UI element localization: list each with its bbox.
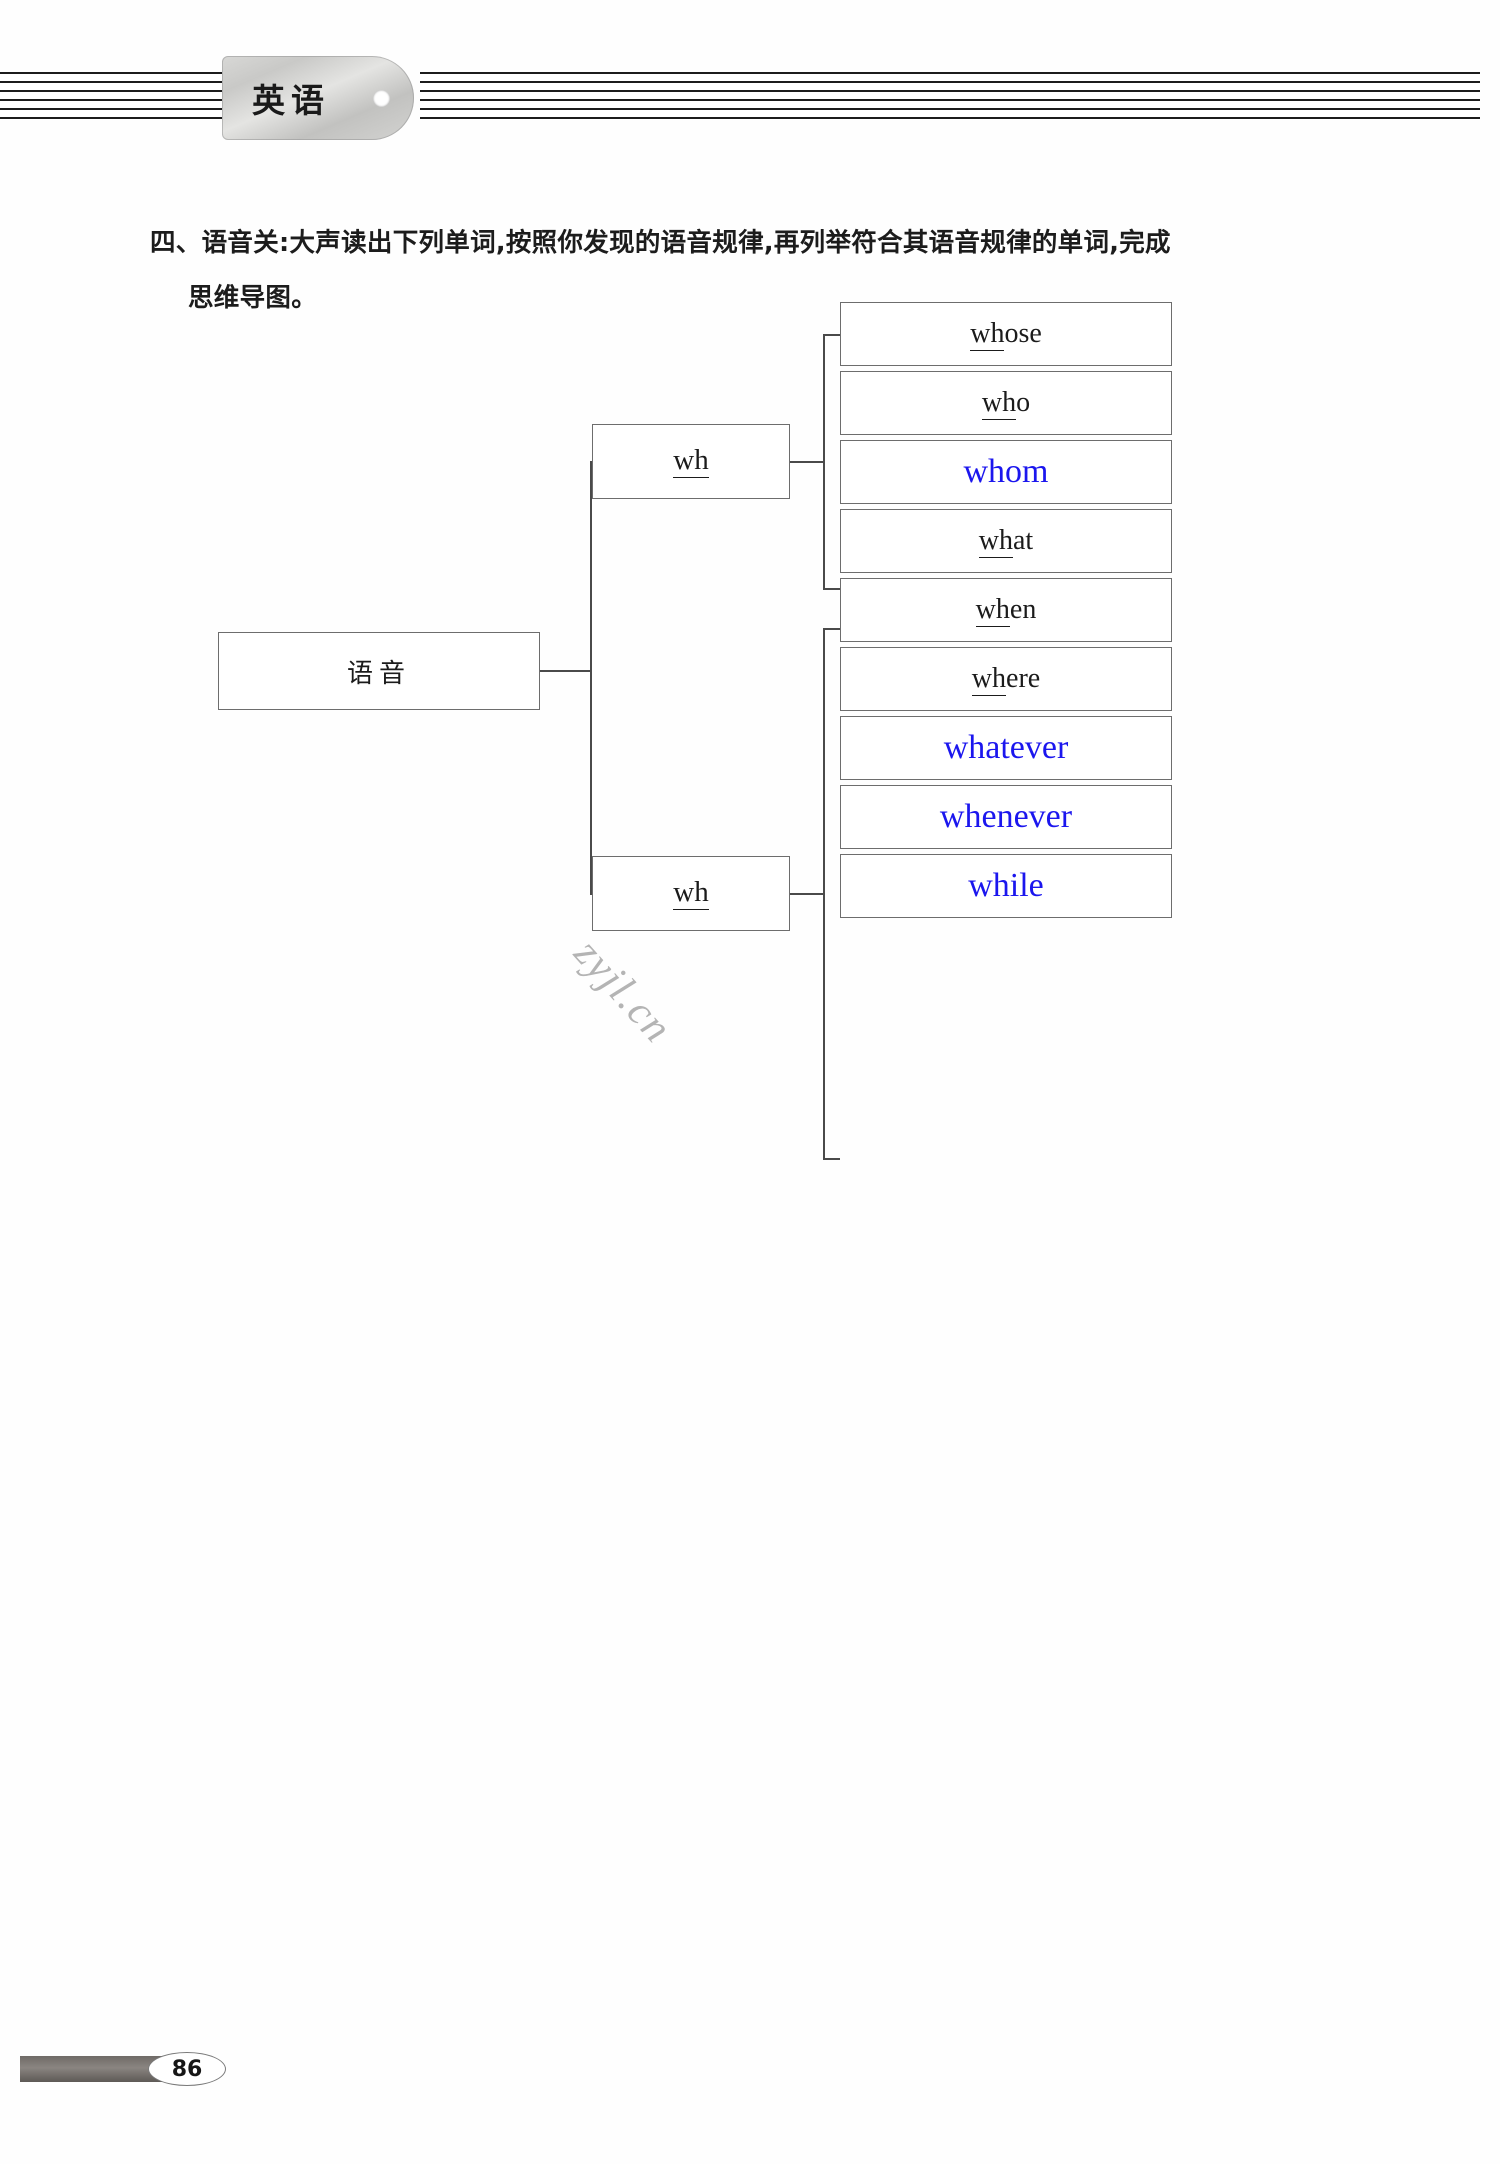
footer-bar — [20, 2056, 170, 2082]
underlined-part: wh — [978, 525, 1013, 558]
connector-root-spine — [590, 461, 592, 893]
mindmap-leaf-whenever[interactable]: whenever — [840, 785, 1172, 849]
underlined-part: wh — [971, 663, 1007, 696]
mindmap-leaf-label: whose — [970, 318, 1042, 351]
header-rule-line — [420, 81, 1480, 83]
mindmap-leaf-who[interactable]: who — [840, 371, 1172, 435]
mindmap-branch-label-1: wh — [673, 443, 709, 478]
mindmap-root-label: 语音 — [346, 658, 411, 689]
connector-branch1-spine-bottom — [823, 588, 840, 590]
mindmap-leaf-label: whatever — [943, 729, 1069, 766]
connector-branch2-spine-bottom — [823, 1158, 840, 1160]
page-header: 英语 — [0, 0, 1500, 160]
connector-root-stub — [540, 670, 590, 672]
mindmap-branch-label-2: wh — [673, 875, 709, 910]
header-rule-line — [0, 81, 300, 83]
mindmap-branch-node-2[interactable]: wh — [592, 856, 790, 931]
instruction-line-2: 思维导图。 — [188, 283, 318, 313]
mindmap-leaf-label: where — [971, 663, 1041, 696]
mindmap-leaf-label: whenever — [939, 798, 1073, 835]
page-number: 86 — [148, 2052, 226, 2086]
connector-branch2-spine-top — [823, 628, 840, 630]
header-rule-line — [0, 99, 300, 101]
mindmap-leaf-whose[interactable]: whose — [840, 302, 1172, 366]
mindmap-leaf-whatever[interactable]: whatever — [840, 716, 1172, 780]
header-rule-line — [420, 108, 1480, 110]
connector-branch1-spine — [823, 334, 825, 588]
header-rule-line — [420, 72, 1480, 74]
exercise-instruction: 四、语音关:大声读出下列单词,按照你发现的语音规律,再列举符合其语音规律的单词,… — [150, 216, 1395, 326]
subject-tag-label: 英语 — [252, 81, 330, 120]
page-footer: 86 — [0, 2052, 1500, 2112]
connector-branch1-spine-top — [823, 334, 840, 336]
underlined-part: wh — [975, 594, 1010, 627]
underlined-part: wh — [970, 318, 1005, 351]
plain-part: o — [1016, 387, 1031, 418]
plain-part: ere — [1006, 663, 1041, 694]
plain-part: ose — [1004, 318, 1042, 349]
header-rules-left — [0, 72, 300, 126]
mindmap-root-node[interactable]: 语音 — [218, 632, 540, 710]
mindmap-leaf-label: who — [981, 387, 1031, 420]
mindmap-leaf-when[interactable]: when — [840, 578, 1172, 642]
mindmap-leaf-whom[interactable]: whom — [840, 440, 1172, 504]
header-rules-right — [420, 72, 1480, 126]
header-rule-line — [420, 99, 1480, 101]
mindmap-leaf-label: whom — [963, 453, 1049, 490]
header-rule-line — [0, 117, 300, 119]
mindmap-leaf-label: while — [968, 867, 1044, 904]
connector-branch2-spine — [823, 628, 825, 1158]
header-rule-line — [0, 90, 300, 92]
underlined-part: wh — [981, 387, 1017, 420]
mindmap-leaf-label: what — [978, 525, 1034, 558]
header-rule-line — [0, 72, 300, 74]
plain-part: at — [1013, 525, 1034, 556]
subject-tag: 英语 — [222, 56, 414, 140]
header-rule-line — [420, 117, 1480, 119]
header-rule-line — [0, 108, 300, 110]
instruction-line-1: 四、语音关:大声读出下列单词,按照你发现的语音规律,再列举符合其语音规律的单词,… — [150, 228, 1171, 258]
mindmap-leaf-what[interactable]: what — [840, 509, 1172, 573]
mindmap-leaf-label: when — [975, 594, 1037, 627]
mindmap-leaf-where[interactable]: where — [840, 647, 1172, 711]
mindmap-branch-node-1[interactable]: wh — [592, 424, 790, 499]
connector-branch2-stub — [790, 893, 824, 895]
mindmap-leaf-while[interactable]: while — [840, 854, 1172, 918]
mindmap: 语音 wh whose who whom wh — [0, 300, 1500, 1220]
plain-part: en — [1009, 594, 1037, 625]
header-rule-line — [420, 90, 1480, 92]
connector-branch1-stub — [790, 461, 824, 463]
